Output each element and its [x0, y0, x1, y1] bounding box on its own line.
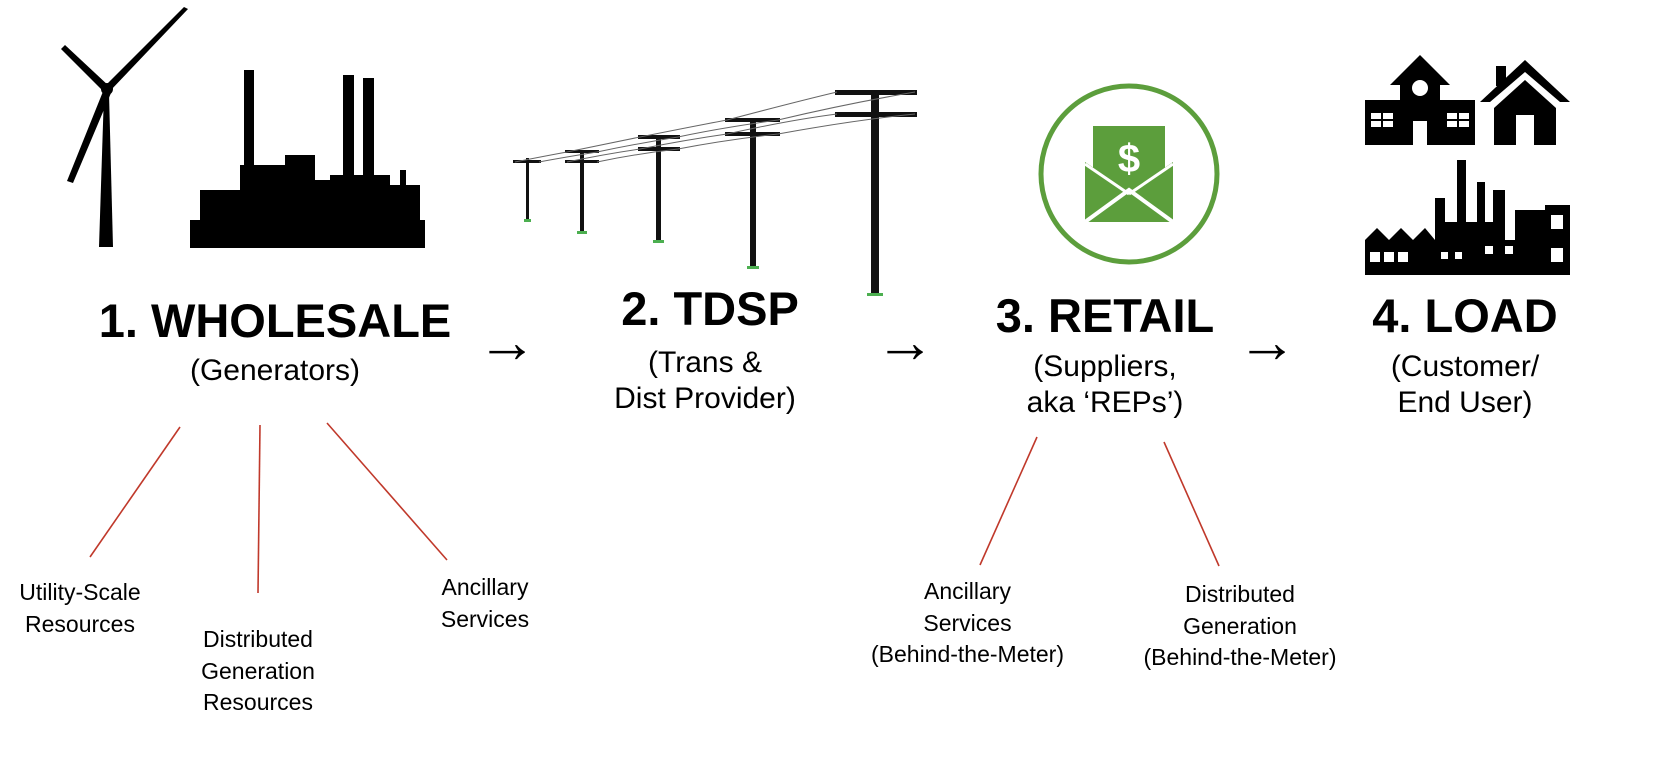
wholesale-child-distributed-generation: Distributed Generation Resources: [173, 624, 343, 719]
subtitle-line: (Trans &: [648, 346, 762, 379]
retail-child-distributed-generation: Distributed Generation (Behind-the-Meter…: [1120, 579, 1360, 674]
subtitle-line: Dist Provider): [614, 382, 796, 415]
school-icon: [1365, 55, 1475, 145]
power-plant-icon: [190, 70, 425, 248]
wholesale-child-utility-scale: Utility-Scale Resources: [0, 577, 165, 640]
leaf-line: Ancillary: [441, 574, 529, 600]
flow-arrow-icon: →: [1237, 308, 1297, 375]
connector-line: [257, 424, 261, 594]
stage-title-wholesale: 1. WHOLESALE: [98, 294, 452, 347]
leaf-line: Services: [923, 609, 1012, 636]
connector-line: [89, 426, 181, 558]
leaf-line: Utility-Scale: [19, 579, 141, 605]
leaf-line: Services: [440, 605, 530, 632]
stage-title-load: 4. LOAD: [1372, 289, 1558, 342]
power-lines-icon: [513, 90, 917, 296]
leaf-line: Generation: [1183, 612, 1297, 639]
leaf-line: Generation: [201, 657, 315, 684]
stage-title-retail: 3. RETAIL: [995, 289, 1215, 342]
retail-child-ancillary-services: Ancillary Services (Behind-the-Meter): [850, 576, 1085, 671]
subtitle-line: End User): [1397, 386, 1533, 419]
stage-subtitle-retail: (Suppliers, aka ‘REPs’): [960, 349, 1250, 421]
leaf-line: (Behind-the-Meter): [870, 641, 1065, 668]
subtitle-line: aka ‘REPs’): [1026, 386, 1184, 419]
stage-title-tdsp: 2. TDSP: [621, 282, 799, 335]
stage-subtitle-wholesale: (Generators): [120, 353, 430, 389]
bill-envelope-icon: $: [1038, 83, 1220, 265]
connector-line: [1163, 441, 1220, 567]
leaf-line: Distributed: [203, 626, 313, 652]
leaf-line: (Behind-the-Meter): [1143, 644, 1337, 671]
dollar-symbol: $: [1118, 137, 1140, 181]
wholesale-child-ancillary-services: Ancillary Services: [405, 572, 565, 635]
subtitle-line: (Generators): [189, 354, 361, 387]
flow-arrow-icon: →: [875, 308, 935, 375]
stage-subtitle-tdsp: (Trans & Dist Provider): [570, 345, 840, 417]
subtitle-line: (Customer/: [1390, 350, 1540, 383]
factory-icon: [1365, 160, 1570, 275]
wind-turbine-icon: [61, 7, 188, 247]
connector-line: [979, 436, 1038, 566]
leaf-line: Resources: [25, 610, 135, 637]
leaf-line: Ancillary: [924, 578, 1011, 604]
flow-arrow-icon: →: [477, 308, 537, 375]
house-icon: [1480, 60, 1570, 145]
leaf-line: Resources: [203, 689, 313, 716]
stage-subtitle-load: (Customer/ End User): [1360, 349, 1570, 421]
leaf-line: Distributed: [1185, 581, 1295, 607]
connector-line: [326, 422, 448, 561]
subtitle-line: (Suppliers,: [1033, 350, 1177, 383]
